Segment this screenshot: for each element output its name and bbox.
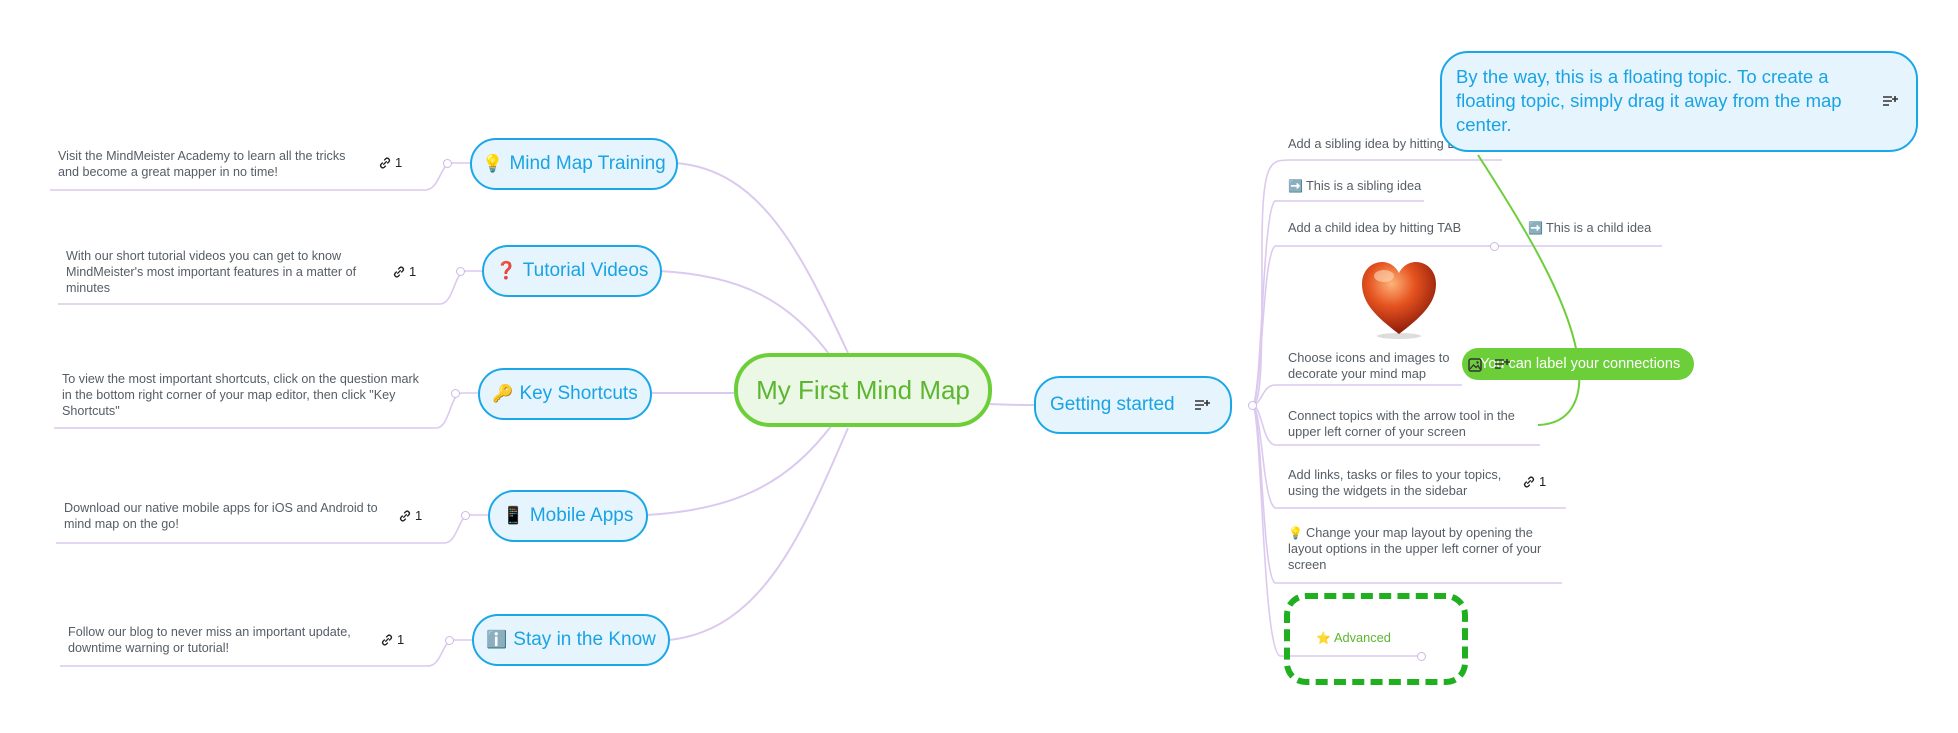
topic-label: Mind Map Training: [509, 153, 666, 174]
link-count[interactable]: 1: [380, 632, 404, 647]
lightbulb-icon: 💡: [1288, 526, 1303, 540]
topic-label: Stay in the Know: [513, 629, 656, 650]
topic-tutorial-videos[interactable]: ❓ Tutorial Videos: [482, 245, 662, 297]
link-count[interactable]: 1: [378, 155, 402, 170]
collapse-handle[interactable]: [443, 159, 452, 168]
floating-topic-label: By the way, this is a floating topic. To…: [1456, 66, 1842, 135]
child-topic[interactable]: Add links, tasks or files to your topics…: [1288, 467, 1502, 498]
info-icon: ℹ️: [486, 630, 508, 649]
notes-icon: [1883, 96, 1898, 106]
connector: [658, 270, 833, 359]
child-topic-label: Change your map layout by opening the la…: [1288, 525, 1542, 572]
child-topic[interactable]: Connect topics with the arrow tool in th…: [1288, 408, 1515, 439]
grandchild-topic[interactable]: ➡️This is a child idea: [1528, 220, 1651, 236]
link-icon: [393, 266, 405, 277]
connection-label-text: You can label your connections: [1480, 356, 1681, 372]
child-topic-label: Advanced: [1333, 630, 1391, 645]
question-icon: ❓: [495, 261, 517, 280]
connector: [668, 427, 849, 641]
link-count[interactable]: 1: [392, 264, 416, 279]
link-count-value: 1: [395, 155, 403, 170]
collapse-handle[interactable]: [1490, 242, 1499, 251]
topic-label: Tutorial Videos: [522, 260, 649, 281]
link-count-value: 1: [397, 632, 405, 647]
link-count[interactable]: 1: [398, 508, 422, 523]
collapse-handle[interactable]: [461, 511, 470, 520]
topic-note: Follow our blog to never miss an importa…: [68, 625, 351, 655]
child-topic[interactable]: Add a sibling idea by hitting ENTER: [1288, 136, 1491, 151]
child-topic-label: This is a sibling idea: [1305, 178, 1422, 193]
child-topic[interactable]: Choose icons and images to decorate your…: [1288, 350, 1450, 381]
floating-topic[interactable]: By the way, this is a floating topic. To…: [1440, 51, 1918, 152]
arrow-right-icon: ➡️: [1288, 179, 1303, 193]
topic-label: Key Shortcuts: [519, 383, 638, 404]
notes-icon: [1195, 400, 1210, 410]
link-count-value: 1: [1539, 474, 1547, 489]
key-icon: 🔑: [492, 384, 514, 403]
topic-label: Mobile Apps: [529, 505, 634, 526]
topic-label: Getting started: [1050, 394, 1175, 415]
connector: [645, 424, 833, 516]
collapse-handle[interactable]: [456, 267, 465, 276]
topic-stay-in-the-know[interactable]: ℹ️ Stay in the Know: [472, 614, 670, 666]
arrow-right-icon: ➡️: [1528, 221, 1543, 235]
link-count[interactable]: 1: [1522, 474, 1546, 489]
tree-connector: [1251, 384, 1462, 406]
link-icon: [379, 157, 391, 168]
topic-key-shortcuts[interactable]: 🔑 Key Shortcuts: [478, 368, 652, 420]
topic-mind-map-training[interactable]: 💡 Mind Map Training: [470, 138, 678, 190]
collapse-handle[interactable]: [1248, 401, 1257, 410]
topic-note: Download our native mobile apps for iOS …: [64, 501, 378, 531]
relationship-connection: [1477, 154, 1581, 426]
collapse-handle[interactable]: [1417, 652, 1426, 661]
image-icon[interactable]: [1468, 358, 1482, 372]
boundary[interactable]: [1284, 593, 1468, 685]
central-topic[interactable]: My First Mind Map: [734, 353, 992, 427]
phone-icon: 📱: [502, 506, 524, 525]
collapse-handle[interactable]: [451, 389, 460, 398]
child-topic[interactable]: ➡️This is a sibling idea: [1288, 178, 1421, 194]
connector: [989, 403, 1037, 406]
child-topic-advanced[interactable]: ⭐Advanced: [1316, 630, 1391, 646]
star-icon: ⭐: [1316, 631, 1331, 645]
notes-icon[interactable]: [1494, 358, 1510, 372]
central-topic-label: My First Mind Map: [756, 374, 970, 405]
topic-note: To view the most important shortcuts, cl…: [62, 372, 419, 418]
topic-note: With our short tutorial videos you can g…: [66, 249, 357, 295]
topic-note: Visit the MindMeister Academy to learn a…: [58, 149, 346, 179]
child-topic[interactable]: Add a child idea by hitting TAB: [1288, 220, 1462, 235]
grandchild-topic-label: This is a child idea: [1545, 220, 1652, 235]
connector: [675, 162, 849, 354]
collapse-handle[interactable]: [445, 636, 454, 645]
link-icon: [399, 510, 411, 521]
lightbulb-icon: 💡: [482, 154, 504, 173]
child-topic[interactable]: 💡Change your map layout by opening the l…: [1288, 525, 1558, 573]
link-icon: [1523, 476, 1535, 487]
heart-image[interactable]: [1358, 260, 1440, 340]
link-icon: [381, 634, 393, 645]
topic-mobile-apps[interactable]: 📱 Mobile Apps: [488, 490, 648, 542]
link-count-value: 1: [409, 264, 417, 279]
topic-getting-started[interactable]: Getting started: [1034, 376, 1232, 434]
link-count-value: 1: [415, 508, 423, 523]
